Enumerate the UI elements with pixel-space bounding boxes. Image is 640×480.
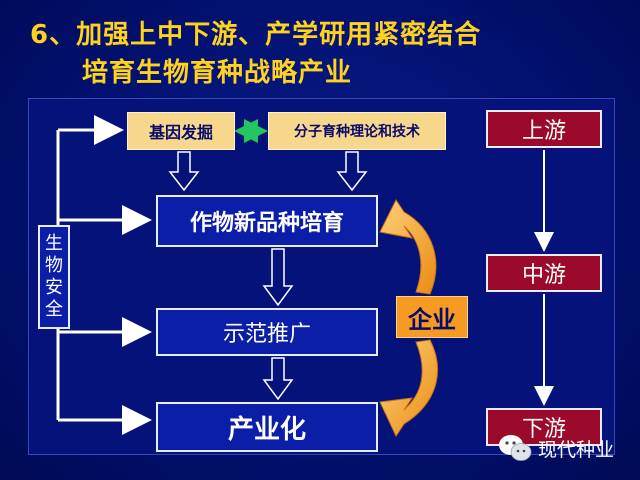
slide-title-line2: 培育生物育种战略产业: [82, 58, 353, 88]
industrialization-box: 产业化: [156, 402, 378, 452]
arrow-demo-to-indus: [262, 357, 294, 401]
biosafety-connectors: [56, 115, 152, 435]
wechat-icon: [499, 435, 532, 461]
crop-breeding-box: 作物新品种培育: [156, 195, 378, 247]
watermark: 现代种业: [498, 430, 614, 466]
watermark-text: 现代种业: [538, 438, 615, 461]
enterprise-box: 企业: [396, 296, 468, 338]
curved-arrow-down: [379, 339, 438, 438]
arrow-crop-to-demo: [262, 248, 294, 307]
arrow-gene-to-crop: [168, 151, 200, 192]
slide-title-line1: 6、加强上中下游、产学研用紧密结合: [30, 20, 482, 50]
biosafety-box: 生 物 安 全: [38, 225, 70, 329]
curved-arrow-up: [379, 199, 437, 295]
biosafety-char: 生: [45, 233, 63, 254]
biosafety-char: 全: [45, 299, 63, 320]
biosafety-char: 物: [45, 255, 63, 276]
demonstration-box: 示范推广: [156, 308, 378, 356]
stage-upstream: 上游: [486, 110, 602, 148]
stage-midstream: 中游: [486, 254, 602, 292]
biosafety-char: 安: [45, 277, 63, 298]
gene-mining-box: 基因发掘: [127, 112, 235, 150]
breeding-theory-box: 分子育种理论和技术: [268, 112, 446, 150]
arrow-theory-to-crop: [336, 151, 368, 192]
